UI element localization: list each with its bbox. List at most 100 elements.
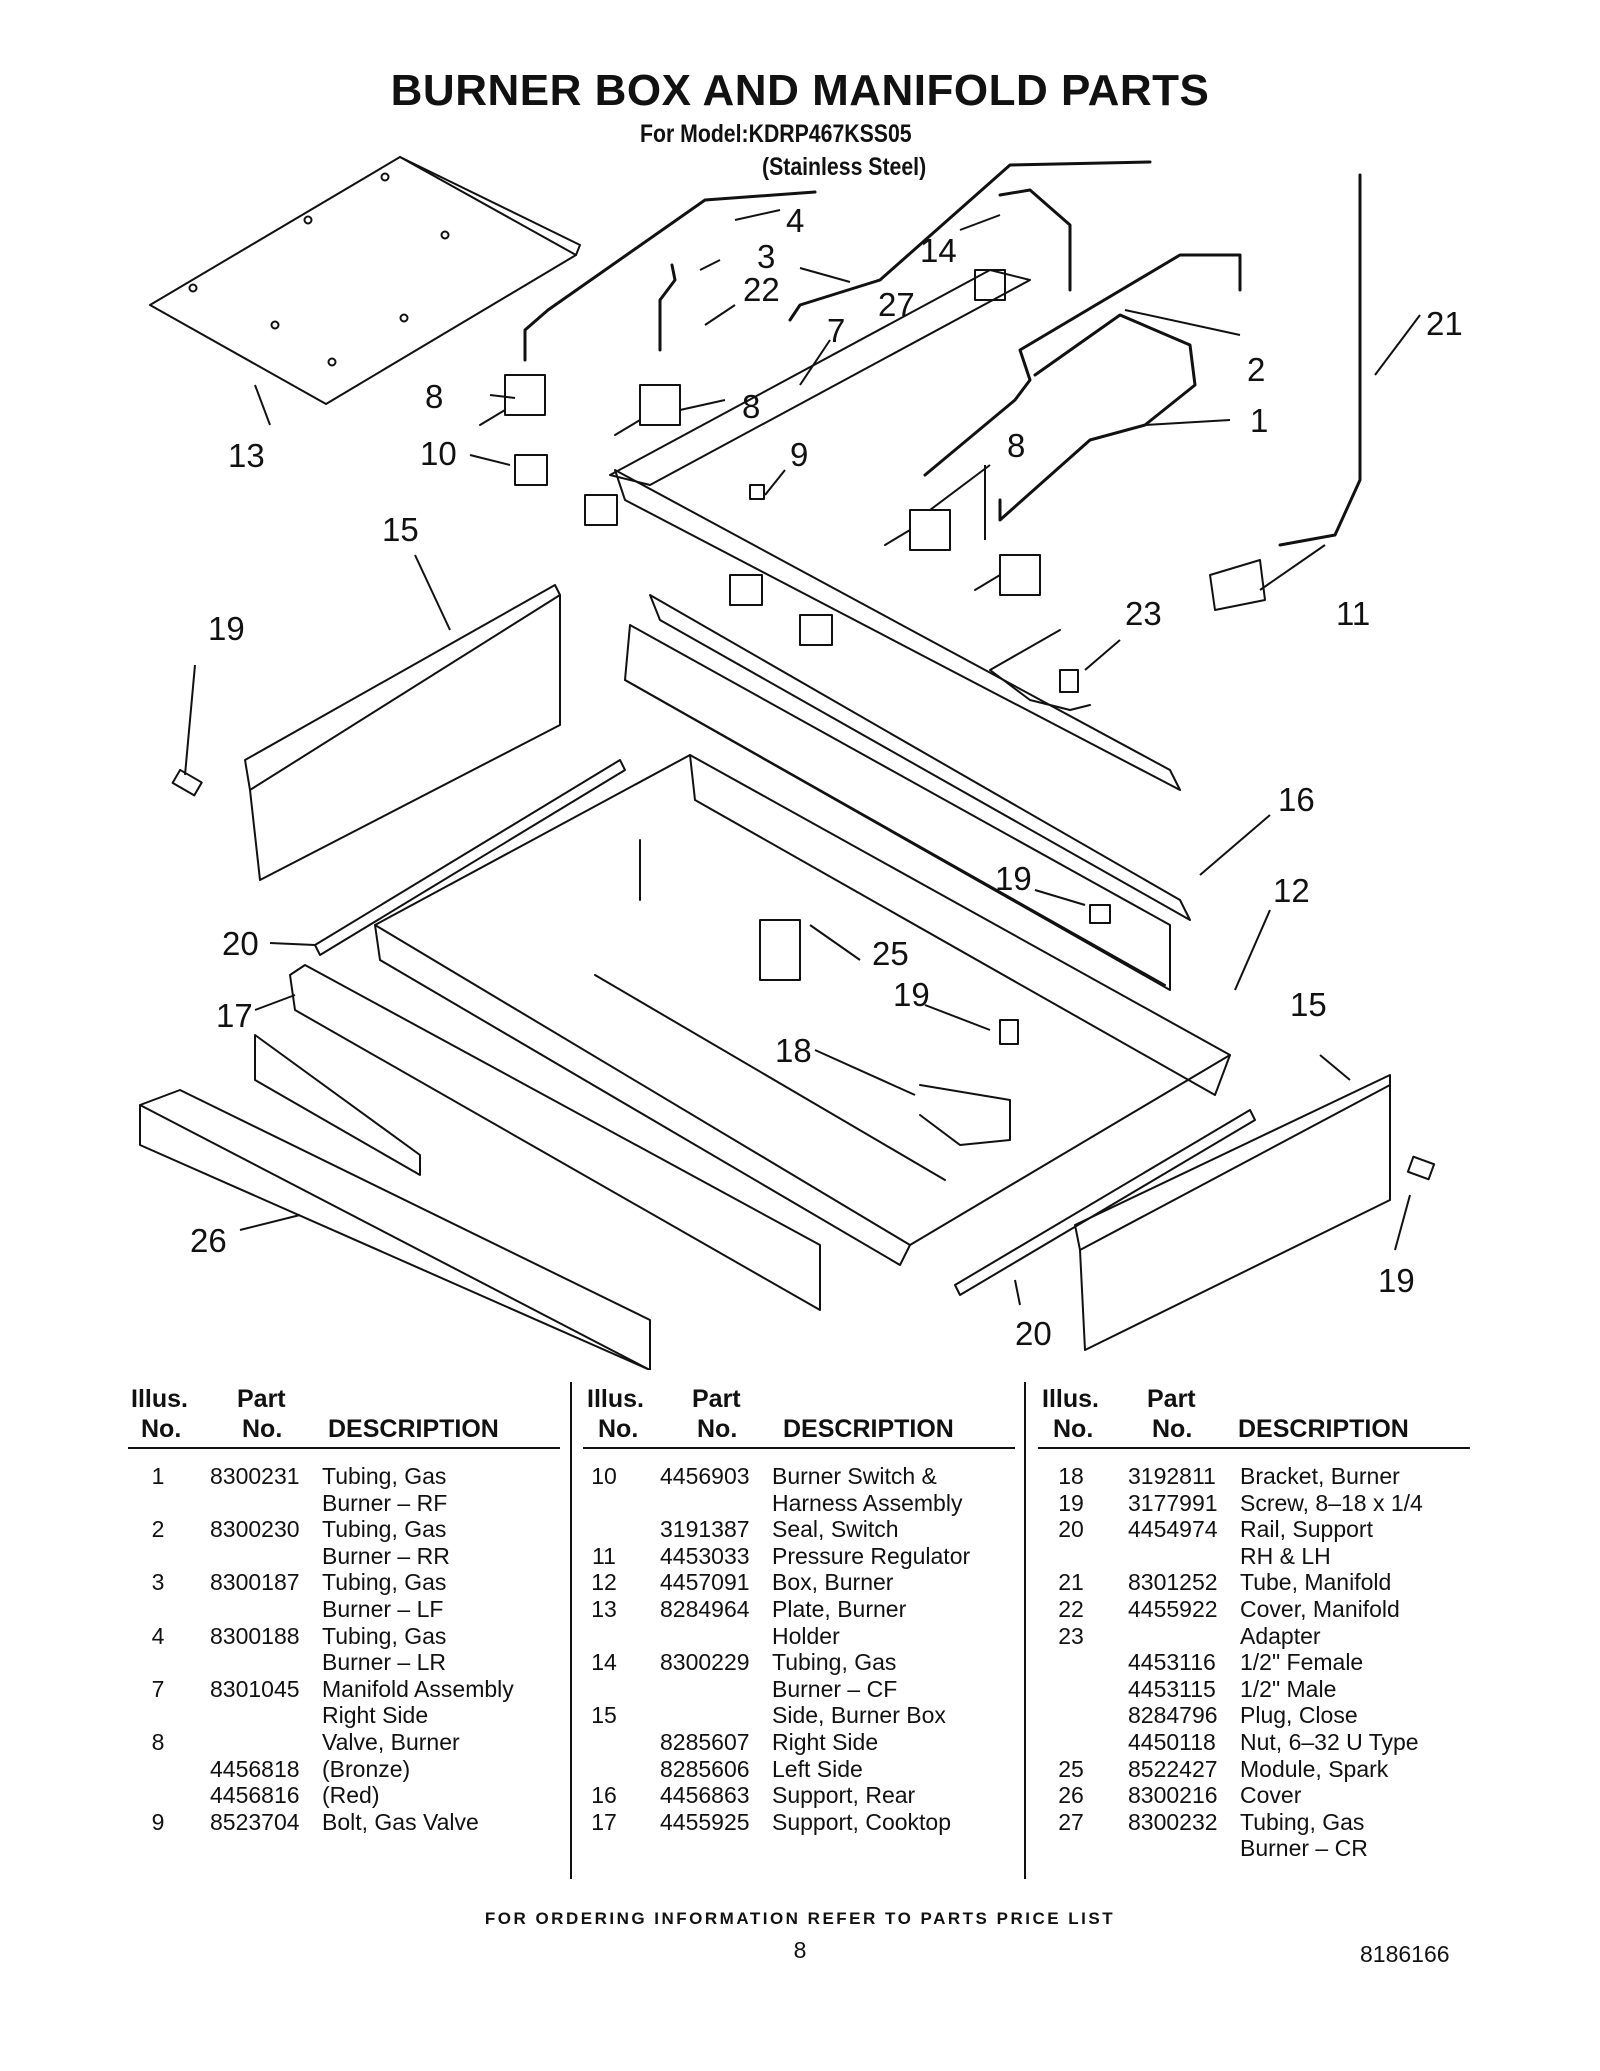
part-description: Adapter <box>1240 1622 1321 1649</box>
burner-box-drawing <box>374 754 1231 1266</box>
part-description: Support, Rear <box>772 1782 916 1809</box>
part-description: Bolt, Gas Valve <box>322 1808 479 1835</box>
col1-description-header: DESCRIPTION <box>328 1415 499 1443</box>
illus-no: 8 <box>151 1729 165 1755</box>
callout-8a: 8 <box>425 378 443 415</box>
callout-20b: 20 <box>1015 1315 1052 1352</box>
part-description: RH & LH <box>1240 1542 1331 1569</box>
part-description: 1/2" Male <box>1240 1675 1337 1702</box>
part-no: 4453116 <box>1128 1649 1216 1676</box>
part-description: Plate, Burner <box>772 1596 907 1622</box>
part-description: Harness Assembly <box>772 1489 963 1516</box>
part-no: 8285606 <box>660 1755 750 1782</box>
column-divider-2 <box>1024 1382 1026 1879</box>
part-no: 4453033 <box>660 1542 750 1569</box>
callout-12: 12 <box>1273 872 1310 909</box>
illus-no: 15 <box>591 1702 617 1729</box>
callout-7: 7 <box>827 312 845 349</box>
part-no: 4455922 <box>1128 1596 1218 1622</box>
part-description: Burner Switch & <box>772 1463 937 1489</box>
illus-no: 18 <box>1058 1463 1084 1489</box>
part-no: 8300188 <box>210 1622 300 1649</box>
side-panels-drawing <box>244 584 1391 1351</box>
part-description: Side, Burner Box <box>772 1702 946 1729</box>
callout-20a: 20 <box>222 925 259 962</box>
part-description: Box, Burner <box>772 1569 894 1596</box>
part-no: 8284796 <box>1128 1702 1218 1729</box>
part-description: Screw, 8–18 x 1/4 <box>1240 1489 1423 1516</box>
finish-label: (Stainless Steel) <box>762 153 927 181</box>
burner-plate-drawing <box>149 156 581 405</box>
illus-no: 20 <box>1058 1516 1084 1543</box>
switches-drawing <box>514 454 1266 711</box>
col2-partno-header: No. <box>697 1415 738 1443</box>
header-rule-2 <box>583 1447 1015 1449</box>
exploded-parts-diagram: 4 3 22 14 27 7 21 2 8 8 1 13 10 9 8 15 2… <box>139 156 1463 1370</box>
column-divider-1 <box>570 1382 572 1879</box>
illus-no: 12 <box>591 1569 617 1596</box>
illus-no: 23 <box>1058 1622 1084 1649</box>
callout-21: 21 <box>1426 305 1463 342</box>
callout-14: 14 <box>920 232 957 269</box>
part-no: 4457091 <box>660 1569 750 1596</box>
illus-no: 10 <box>591 1463 617 1489</box>
callout-13: 13 <box>228 437 265 474</box>
callout-labels: 4 3 22 14 27 7 21 2 8 8 1 13 10 9 8 15 2… <box>190 202 1463 1352</box>
callout-10: 10 <box>420 435 457 472</box>
callout-19c: 19 <box>893 976 930 1013</box>
illus-no: 17 <box>591 1808 617 1835</box>
part-no: 4456816 <box>210 1782 300 1809</box>
part-no: 8300230 <box>210 1516 300 1543</box>
callout-22: 22 <box>743 271 780 308</box>
illus-no: 21 <box>1058 1569 1084 1596</box>
manifold-assembly-drawing <box>609 269 1181 791</box>
part-no: 3191387 <box>660 1516 750 1543</box>
part-description: Holder <box>772 1622 840 1649</box>
col2-part-header: Part <box>692 1385 741 1413</box>
col1-partno-header: No. <box>242 1415 283 1443</box>
illus-no: 19 <box>1058 1489 1084 1516</box>
illus-no: 13 <box>591 1596 617 1622</box>
callout-8b: 8 <box>742 388 760 425</box>
part-description: Tubing, Gas <box>322 1622 447 1649</box>
part-description: Module, Spark <box>1240 1755 1389 1782</box>
gas-tubing-drawing <box>523 160 1362 547</box>
illus-no: 11 <box>592 1542 616 1569</box>
rear-support-drawing <box>624 594 1191 991</box>
header-rule-3 <box>1038 1447 1470 1449</box>
part-no: 8284964 <box>660 1596 750 1622</box>
part-no: 4456818 <box>210 1755 300 1782</box>
col3-description-header: DESCRIPTION <box>1238 1415 1409 1443</box>
part-no: 8523704 <box>210 1808 300 1835</box>
callout-26: 26 <box>190 1222 227 1259</box>
part-no: 8285607 <box>660 1729 750 1755</box>
part-description: Left Side <box>772 1755 863 1782</box>
part-no: 8300216 <box>1128 1782 1218 1809</box>
col2-description-header: DESCRIPTION <box>783 1415 954 1443</box>
part-description: Tubing, Gas <box>772 1649 897 1676</box>
part-description: Plug, Close <box>1240 1702 1358 1729</box>
callout-16: 16 <box>1278 781 1315 818</box>
part-description: Burner – RR <box>322 1542 450 1569</box>
illus-no: 3 <box>151 1569 165 1596</box>
part-no: 4450118 <box>1128 1729 1216 1755</box>
callout-23: 23 <box>1125 595 1162 632</box>
callout-17: 17 <box>216 997 253 1034</box>
col3-partno-header: No. <box>1152 1415 1193 1443</box>
support-rails-drawing <box>314 759 1256 1296</box>
callout-19a: 19 <box>208 610 245 647</box>
callout-11: 11 <box>1336 595 1370 632</box>
illus-no: 9 <box>151 1808 165 1835</box>
col1-part-header: Part <box>237 1385 286 1413</box>
callout-25: 25 <box>872 935 909 972</box>
col3-part-header: Part <box>1147 1385 1196 1413</box>
callout-27: 27 <box>878 286 915 323</box>
part-no: 8301252 <box>1128 1569 1218 1596</box>
part-description: Support, Cooktop <box>772 1808 952 1835</box>
callout-18: 18 <box>775 1032 812 1069</box>
part-no: 4454974 <box>1128 1516 1218 1543</box>
part-description: Nut, 6–32 U Type <box>1240 1729 1419 1755</box>
part-description: Burner – RF <box>322 1489 448 1516</box>
part-description: Valve, Burner <box>322 1729 460 1755</box>
illus-no: 27 <box>1058 1808 1084 1835</box>
